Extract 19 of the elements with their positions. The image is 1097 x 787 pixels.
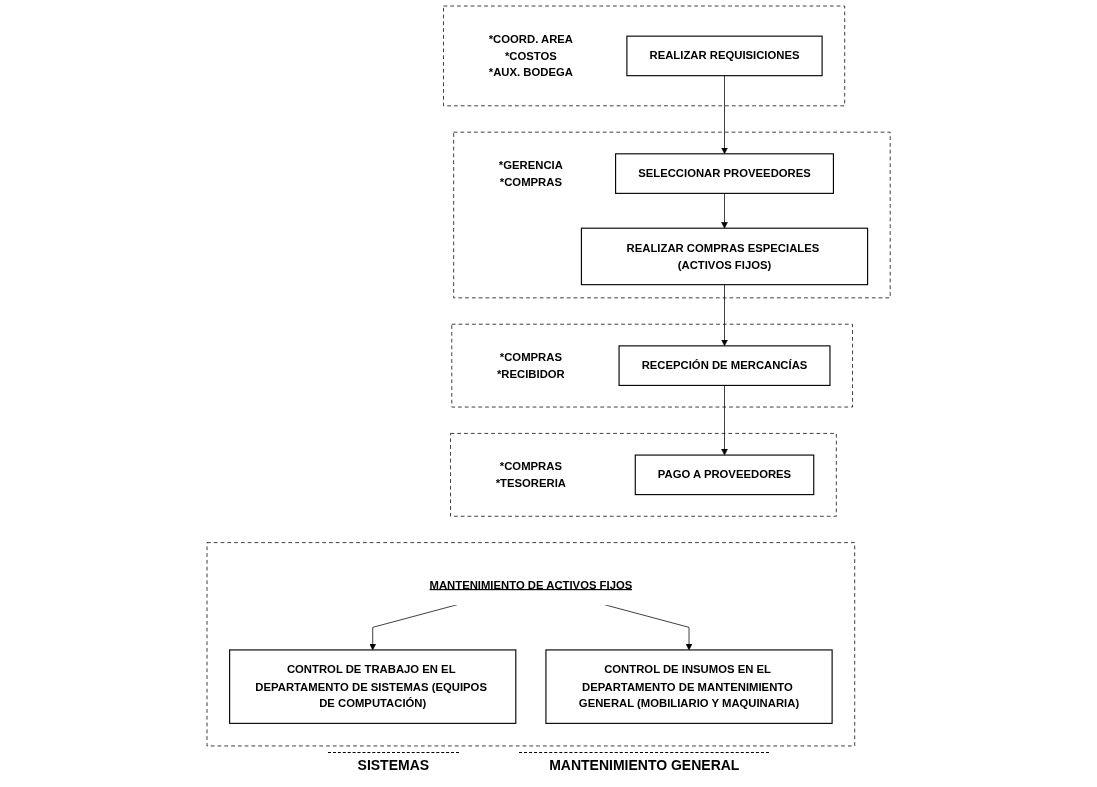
- node-text: MANTENIMIENTO DE ACTIVOS FIJOS: [429, 578, 633, 591]
- cluster: [450, 433, 837, 517]
- node-text: *GERENCIA *COMPRAS: [498, 158, 563, 188]
- node-text: *COORD. AREA *COSTOS *AUX. BODEGA: [488, 32, 573, 79]
- cluster: [443, 5, 845, 107]
- node-box: RECEPCIÓN DE MERCANCÍAS: [618, 345, 831, 386]
- node-box: CONTROL DE INSUMOS EN EL DEPARTAMENTO DE MANTENIMIENTO GENERAL (MOBILIARIO Y MAQUINARIA): [545, 649, 833, 724]
- node-box: SELECCIONAR PROVEEDORES: [614, 153, 834, 194]
- node-box: REALIZAR COMPRAS ESPECIALES (ACTIVOS FIJOS): [580, 227, 869, 286]
- node-box: REALIZAR REQUISICIONES: [626, 35, 823, 77]
- cluster: [206, 542, 855, 747]
- group-label: SISTEMAS: [327, 752, 460, 777]
- node-text: *COMPRAS *RECIBIDOR: [496, 350, 565, 380]
- node-text: *COMPRAS *TESORERIA: [495, 459, 566, 490]
- node-box: CONTROL DE TRABAJO EN EL DEPARTAMENTO DE SISTEMAS (EQUIPOS DE COMPUTACIÓN): [228, 649, 517, 724]
- node-box: PAGO A PROVEEDORES: [634, 454, 815, 496]
- cluster: [453, 131, 891, 299]
- group-label: MANTENIMIENTO GENERAL: [519, 752, 770, 777]
- cluster: [451, 323, 853, 408]
